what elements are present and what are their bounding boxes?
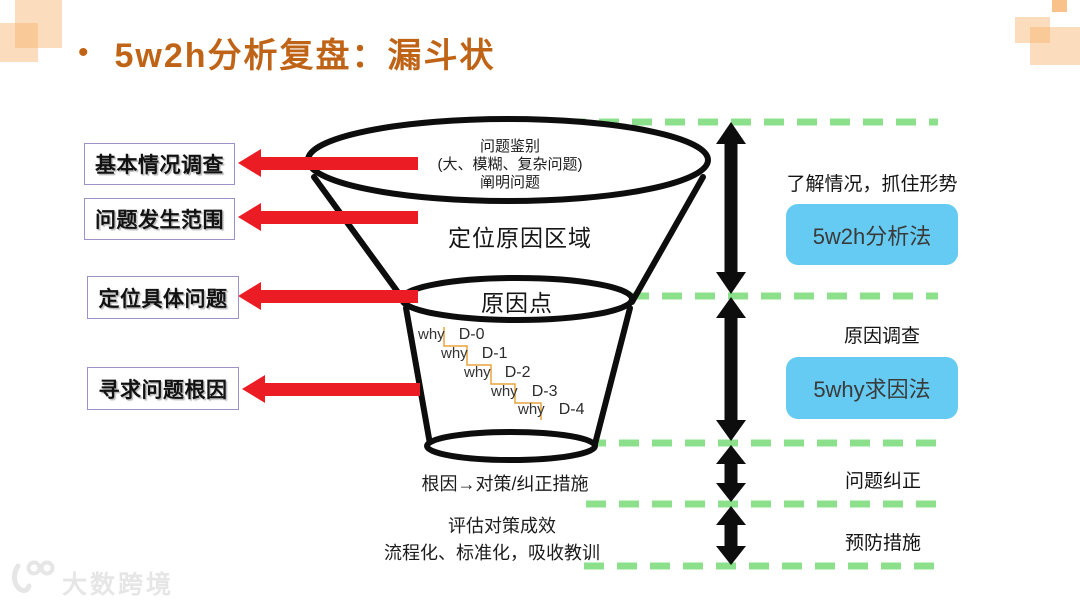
- why-step-label: D-4: [558, 401, 585, 418]
- corner-square-decor: [1052, 0, 1067, 12]
- funnel-top-line-3: 阐明问题: [479, 174, 540, 191]
- funnel-top-line-2: (大、模糊、复杂问题): [437, 156, 583, 173]
- funnel-bottom-ellipse: [424, 429, 598, 463]
- funnel-lower-wall-left: [403, 305, 433, 447]
- funnel-zone-label: 定位原因区域: [448, 225, 592, 251]
- left-box-basic-survey: 基本情况调查: [84, 143, 235, 185]
- red-arrow-1: [238, 149, 418, 177]
- why-step-4: why D-4: [518, 401, 584, 419]
- brand-logo-icon: [12, 560, 55, 593]
- why-step-label: D-0: [458, 326, 485, 343]
- stage-caption-situation: 了解情况，抓住形势: [786, 174, 958, 195]
- why-word: why: [491, 383, 518, 400]
- stage-arrow-1: [716, 122, 746, 294]
- cause-point-label: 原因点: [481, 290, 553, 316]
- page-title: 5w2h分析复盘：漏斗状: [114, 37, 496, 75]
- corner-square-decor: [1015, 17, 1050, 43]
- funnel-lower-wall-right: [592, 305, 633, 447]
- funnel-top-text: 问题鉴别 (大、模糊、复杂问题) 阐明问题: [345, 138, 675, 192]
- left-box-locate-problem: 定位具体问题: [87, 276, 239, 319]
- note-standardize: 流程化、标准化，吸收教训: [384, 543, 600, 563]
- red-arrow-4: [242, 375, 420, 403]
- stage-arrow-2: [716, 297, 746, 441]
- stage-caption-correction: 问题纠正: [844, 471, 921, 492]
- corner-square-decor: [1030, 27, 1080, 65]
- why-step-2: why D-2: [464, 364, 530, 382]
- note-evaluate: 评估对策成效: [448, 516, 556, 536]
- method-tag-5why: 5why求因法: [786, 357, 958, 419]
- why-word: why: [464, 364, 491, 381]
- stage-caption-cause-survey: 原因调查: [843, 326, 920, 347]
- stage-caption-prevention: 预防措施: [844, 533, 921, 554]
- why-step-label: D-1: [481, 345, 508, 362]
- why-word: why: [441, 345, 468, 362]
- why-step-3: why D-3: [491, 383, 557, 401]
- funnel-wall-right: [629, 174, 706, 305]
- bullet-icon: •: [78, 35, 89, 69]
- stage-arrow-3: [716, 445, 746, 502]
- corner-square-decor: [0, 23, 38, 62]
- title-row: • 5w2h分析复盘：漏斗状: [78, 28, 496, 77]
- why-word: why: [418, 326, 445, 343]
- left-box-problem-scope: 问题发生范围: [84, 198, 235, 240]
- note-countermeasure: 根因→对策/纠正措施: [421, 474, 589, 494]
- method-tag-5w2h: 5w2h分析法: [786, 204, 958, 265]
- watermark: 大数跨境: [10, 556, 174, 598]
- funnel-top-line-1: 问题鉴别: [479, 138, 540, 155]
- why-step-label: D-3: [531, 383, 558, 400]
- why-step-label: D-2: [504, 364, 531, 381]
- funnel-wall-left: [311, 174, 408, 305]
- why-step-1: why D-1: [441, 345, 507, 363]
- why-word: why: [518, 401, 545, 418]
- corner-square-decor: [15, 0, 62, 48]
- red-arrow-2: [238, 203, 418, 231]
- red-arrow-3: [238, 282, 418, 310]
- stage-arrow-4: [716, 506, 746, 565]
- why-staircase-line: [443, 327, 542, 420]
- why-step-0: why D-0: [418, 326, 484, 344]
- brand-name: 大数跨境: [62, 571, 175, 599]
- left-box-root-cause: 寻求问题根因: [87, 367, 239, 410]
